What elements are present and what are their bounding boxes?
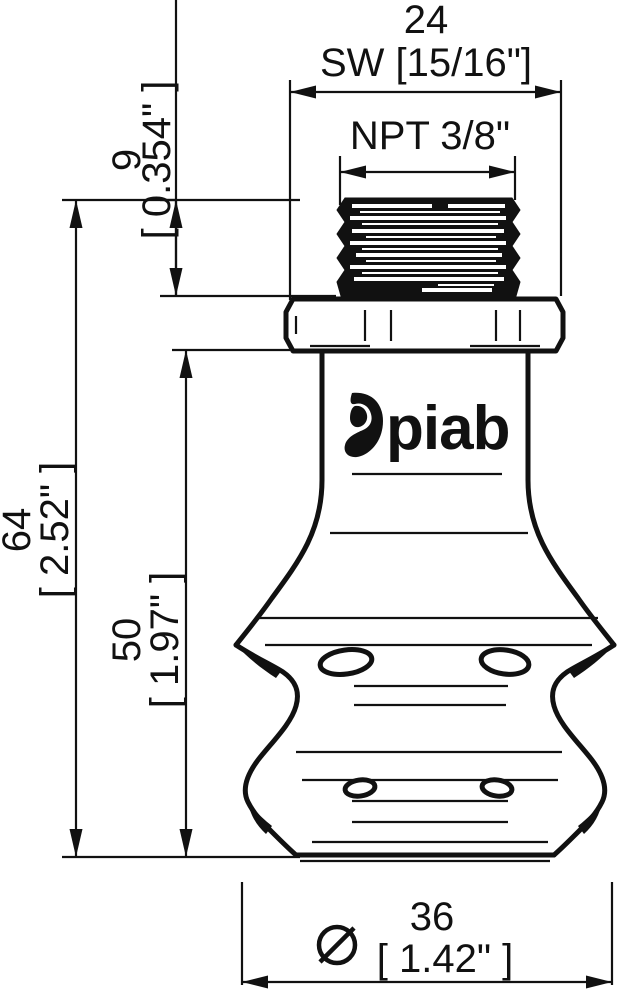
npt-thread-fitting: [336, 197, 521, 297]
dim-cup-diameter-imperial: [ 1.42" ]: [377, 937, 514, 981]
dim-wrench-size-label: SW [15/16"]: [320, 41, 532, 85]
bellows-detail-lines: [258, 616, 598, 844]
dim-cup-diameter-metric: 36: [410, 895, 455, 939]
vent-holes-upper: [317, 647, 532, 677]
bellows-folds: [233, 642, 617, 863]
dim-thread-spec-label: NPT 3/8": [350, 114, 510, 158]
dimension-total-height: 64 [ 2.52" ]: [0, 198, 300, 859]
dim-body-height-metric: 50: [105, 618, 149, 663]
cup-body-cone: [233, 348, 617, 648]
dim-total-height-metric: 64: [0, 508, 39, 553]
bellows-shading: [236, 645, 614, 834]
diameter-symbol-icon: [316, 924, 358, 966]
dim-wrench-size-metric: 24: [404, 0, 449, 42]
vent-holes-lower: [342, 777, 515, 799]
dimension-thread-spec: NPT 3/8": [338, 114, 517, 205]
part-geometry: piab: [233, 197, 617, 863]
hex-nut-wrench-flats: [283, 296, 566, 354]
dim-thread-height-metric: 9: [105, 149, 149, 171]
piab-logo-text: piab: [386, 394, 509, 463]
dimension-body-height: 50 [ 1.97" ]: [105, 348, 290, 857]
dim-total-height-imperial: [ 2.52" ]: [33, 462, 77, 599]
dimension-wrench-size: 24 SW [15/16"]: [288, 0, 563, 300]
dim-body-height-imperial: [ 1.97" ]: [143, 572, 187, 709]
dimension-cup-diameter: 36 [ 1.42" ]: [240, 882, 614, 989]
dim-thread-height-imperial: [ 0.354" ]: [135, 81, 179, 240]
dimension-thread-height: 9 [ 0.354" ]: [105, 0, 336, 298]
piab-logo: piab: [343, 391, 512, 464]
